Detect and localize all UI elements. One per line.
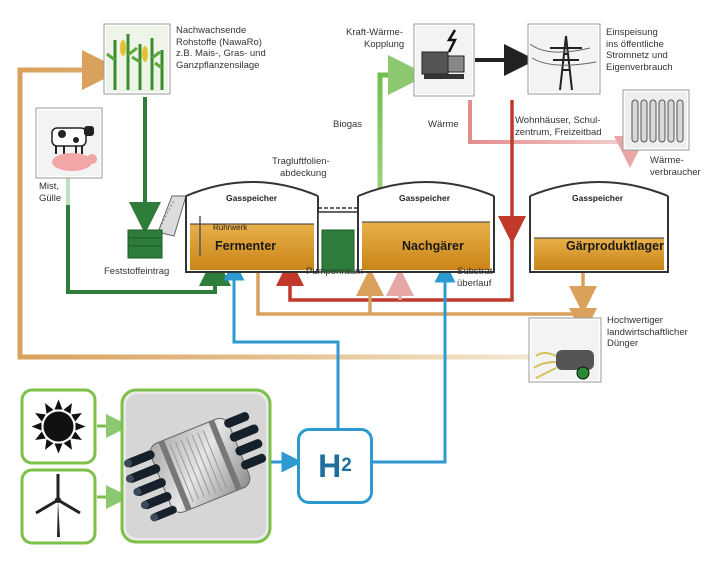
manure-to-fermenter-line xyxy=(66,200,231,294)
agitator-label: Rührwerk xyxy=(213,223,248,232)
nawaro-label: Nachwachsende Rohstoffe (NawaRo) z.B. Ma… xyxy=(176,25,266,71)
substrate-overflow-label: Substrat- überlauf xyxy=(457,266,496,289)
electrolyzer-cylinder xyxy=(124,412,267,522)
residential-label: Wohnhäuser, Schul- zentrum, Freizeitbad xyxy=(515,115,602,138)
fertilizer-label: Hochwertiger landwirtschaftlicher Dünger xyxy=(607,315,688,349)
chp-generator-icon xyxy=(413,23,475,97)
hydrogen-symbol: H xyxy=(318,447,342,484)
manure-label: Mist, Gülle xyxy=(39,181,62,204)
nachgaerer-label: Nachgärer xyxy=(402,239,464,253)
air-membrane-label: Tragluftfolien- abdeckung xyxy=(272,156,330,179)
gas-storage-label-1: Gasspeicher xyxy=(226,193,278,203)
solids-feed-label: Feststoffeintrag xyxy=(104,266,170,277)
digestate-label: Gärproduktlager xyxy=(566,239,664,253)
digestate-storage-tank xyxy=(529,181,669,273)
h2-to-fermenter-line xyxy=(223,259,340,428)
kwk-label: Kraft-Wärme- Kopplung xyxy=(346,27,405,50)
hydrogen-subscript: 2 xyxy=(341,455,352,476)
fertilizer-spreader-icon xyxy=(528,317,602,383)
nachgaerer-tank xyxy=(357,181,495,273)
power-pylon-icon xyxy=(527,23,601,95)
substrate-line xyxy=(256,272,597,336)
radiator-icon xyxy=(622,89,690,151)
h2-to-nachgaerer-line xyxy=(373,261,456,464)
solar-source xyxy=(20,388,97,465)
livestock-icon xyxy=(35,107,103,179)
wind-turbine-icon xyxy=(35,474,81,537)
biogas-line xyxy=(377,55,428,195)
pump-room xyxy=(317,207,359,273)
crops-icon xyxy=(103,23,171,95)
gas-storage-label-3: Gasspeicher xyxy=(572,193,624,203)
biogas-label: Biogas xyxy=(333,119,363,130)
feed-hopper xyxy=(127,195,187,259)
gas-storage-label-2: Gasspeicher xyxy=(399,193,451,203)
recycle-flow-line xyxy=(17,50,530,360)
fermenter-label: Fermenter xyxy=(215,239,277,253)
fermenter-tank xyxy=(185,181,319,273)
grid-feed-label: Einspeisung ins öffentliche Stromnetz un… xyxy=(606,27,673,73)
electrolyzer xyxy=(120,388,272,544)
wind-source xyxy=(20,468,97,545)
pump-room-label: Pumpenraum xyxy=(306,266,364,277)
heat-label: Wärme xyxy=(428,119,459,130)
sun-icon xyxy=(31,399,86,454)
heat-consumers-label: Wärme- verbraucher xyxy=(650,155,701,178)
